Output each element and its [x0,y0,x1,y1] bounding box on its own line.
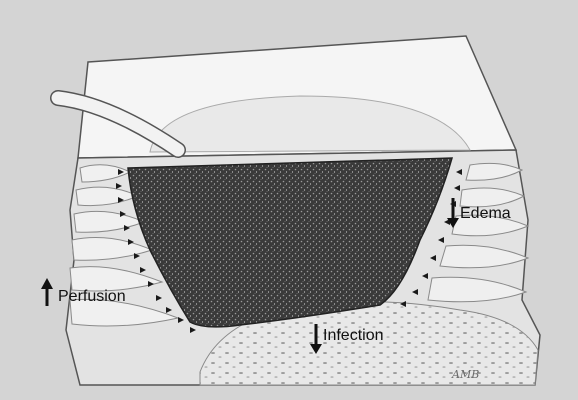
infection-label: Infection [323,327,383,345]
edema-label: Edema [460,205,511,223]
artist-signature: AMB [452,368,479,381]
perfusion-label: Perfusion [58,288,126,306]
